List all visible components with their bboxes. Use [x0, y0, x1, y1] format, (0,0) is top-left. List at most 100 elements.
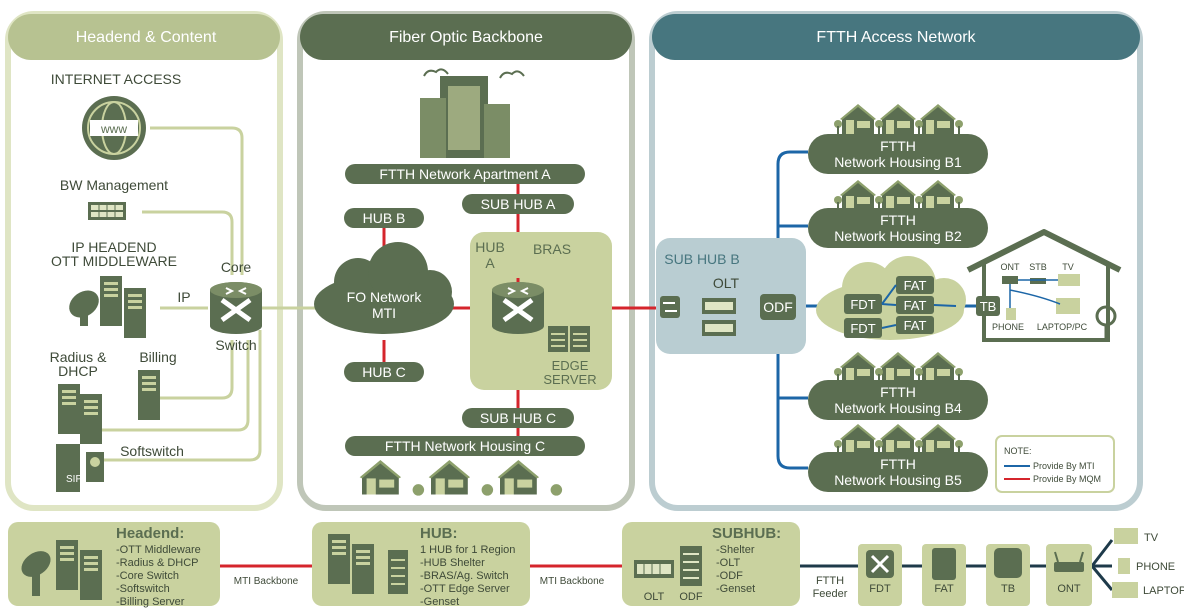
olt-label: OLT: [713, 275, 740, 291]
hub-c-label: HUB C: [362, 364, 406, 380]
bottom-phone-icon: [1118, 558, 1130, 574]
note-mti: Provide By MTI: [1033, 461, 1095, 471]
bottom-hub-line-4: -OTT Edge Server: [420, 583, 510, 595]
bottom-subhub-line-2: -OLT: [716, 557, 741, 569]
bottom-hub-rack-icon: [388, 550, 408, 594]
server-label: SERVER: [543, 372, 596, 387]
switch-label: Switch: [215, 337, 256, 353]
bottom-hub-line-5: -Genset: [420, 596, 459, 608]
fdt-box-1: [844, 294, 882, 314]
odf-label: ODF: [763, 299, 793, 315]
headend-header: [8, 14, 280, 60]
bottom-hub-line-2: -HUB Shelter: [420, 557, 485, 569]
bottom-phone-label: PHONE: [1136, 561, 1175, 573]
phone-label: PHONE: [992, 322, 1024, 332]
bras-label: BRAS: [533, 241, 571, 257]
tv-label: TV: [1062, 262, 1074, 272]
billing-label: Billing: [139, 349, 176, 365]
ip-headend-label: IP HEADEND: [71, 239, 156, 255]
bottom-subhub-line-4: -Genset: [716, 583, 755, 595]
ont-label: ONT: [1001, 262, 1021, 272]
headend-server-icon-2: [124, 288, 146, 338]
housing-b5-label: Network Housing B5: [834, 472, 962, 488]
note-mqm: Provide By MQM: [1033, 474, 1101, 484]
fdt-icon: [866, 550, 894, 578]
housing-b4-label: Network Housing B4: [834, 400, 962, 416]
bottom-hub-server: [328, 534, 350, 584]
housing-b2-ftth: FTTH: [880, 212, 916, 228]
fat-box-1: [896, 276, 934, 294]
apartment-label: FTTH Network Apartment A: [379, 166, 551, 182]
fo-network-cloud: [314, 242, 454, 334]
billing-server-icon: [138, 370, 160, 420]
bottom-tv-label: TV: [1144, 532, 1159, 544]
backbone-title: Fiber Optic Backbone: [389, 29, 543, 46]
bottom-odf-label: ODF: [679, 591, 703, 603]
sip-label: SIP: [66, 474, 82, 485]
bottom-odf-icon: [680, 546, 702, 586]
fat-label-3: FAT: [904, 318, 927, 333]
fo-mti-label: MTI: [372, 305, 396, 321]
fat-box-3: [896, 316, 934, 334]
bottom-fat-label: FAT: [934, 583, 954, 595]
fo-network-label: FO Network: [347, 289, 423, 305]
dhcp-label: DHCP: [58, 363, 98, 379]
stb-device-icon: [1030, 278, 1046, 284]
housing-b5-pill: [808, 452, 988, 492]
ont-icon: [1054, 551, 1084, 572]
bottom-headend-title: Headend:: [116, 525, 184, 542]
bottom-headend-server: [56, 540, 78, 590]
hub-b-pill: [344, 208, 424, 228]
tv-icon: [1058, 274, 1080, 286]
bottom-fdt-label: FDT: [869, 583, 891, 595]
edge-server-icon: [548, 326, 590, 352]
bottom-headend-line-2: -Radius & DHCP: [116, 557, 199, 569]
bottom-ont-box: [1046, 544, 1092, 606]
olt-rack-icon: [702, 298, 736, 336]
sub-hub-b-label: SUB HUB B: [664, 251, 739, 267]
bottom-tb-label: TB: [1001, 583, 1015, 595]
softswitch-icon: [56, 444, 104, 492]
feeder-label-2: Feeder: [813, 588, 848, 600]
ott-middleware-label: OTT MIDDLEWARE: [51, 253, 177, 269]
phone-icon: [1006, 308, 1016, 320]
radius-server-icon: [58, 384, 80, 434]
bras-router-icon: [492, 282, 544, 334]
housing-b2-pill: [808, 208, 988, 248]
ont-device-icon: [1002, 276, 1018, 284]
bottom-subhub-box: [622, 522, 800, 606]
bottom-tv-icon: [1114, 528, 1138, 544]
sub-hub-a-label: SUB HUB A: [481, 196, 556, 212]
bottom-subhub-title: SUBHUB:: [712, 525, 781, 542]
sub-hub-a-pill: [462, 194, 574, 214]
bottom-olt-label: OLT: [644, 591, 665, 603]
core-switch-icon: [210, 282, 262, 334]
softswitch-label: Softswitch: [120, 443, 184, 459]
feeder-line: [800, 539, 1114, 591]
bottom-subhub-line-1: -Shelter: [716, 544, 755, 556]
housing-b1-ftth: FTTH: [880, 138, 916, 154]
housing-b5-ftth: FTTH: [880, 456, 916, 472]
housing-c-label: FTTH Network Housing C: [385, 438, 545, 454]
housing-b4-pill: [808, 380, 988, 420]
bottom-headend-line-1: -OTT Middleware: [116, 544, 201, 556]
housing-c-icon: [359, 460, 563, 496]
laptop-icon: [1056, 298, 1080, 314]
headend-title: Headend & Content: [76, 29, 217, 46]
feeder-label-1: FTTH: [816, 575, 844, 587]
headend-connectors: [100, 126, 330, 462]
bottom-laptop-label: LAPTOP: [1143, 585, 1184, 597]
headend-server-icon: [100, 276, 122, 326]
bottom-headend-server-2: [80, 550, 102, 600]
bottom-laptop-icon: [1112, 582, 1138, 598]
tb-icon: [994, 548, 1022, 578]
bottom-headend-line-5: -Billing Server: [116, 596, 185, 608]
access-title: FTTH Access Network: [816, 29, 976, 46]
access-header: [652, 14, 1140, 60]
fat-label-1: FAT: [904, 278, 927, 293]
edge-label: EDGE: [552, 358, 589, 373]
sub-hub-b-box: [656, 238, 806, 354]
sub-hub-c-label: SUB HUB C: [480, 410, 556, 426]
fdt-label-1: FDT: [850, 297, 875, 312]
